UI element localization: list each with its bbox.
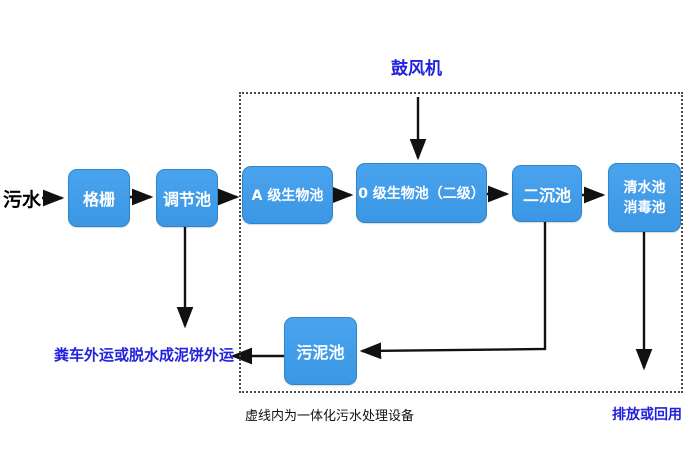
clear-water-line2: 消毒池 <box>623 199 666 216</box>
node-sludge-tank-label: 污泥池 <box>296 343 345 362</box>
node-regulating-tank: 调节池 <box>156 169 218 227</box>
node-regulating-tank-label: 调节池 <box>162 190 211 209</box>
node-o-bio-tank: 0 级生物池（二级） <box>356 163 487 223</box>
boundary-caption: 虚线内为一体化污水处理设备 <box>245 409 415 424</box>
integrated-equipment-boundary <box>239 92 683 393</box>
node-a-bio-tank: A 级生物池 <box>242 166 333 224</box>
node-grille: 格栅 <box>68 169 130 227</box>
node-a-bio-tank-label: A 级生物池 <box>251 188 324 204</box>
node-sludge-tank: 污泥池 <box>284 317 357 385</box>
blower-label: 鼓风机 <box>391 59 442 79</box>
node-o-bio-tank-label: 0 级生物池（二级） <box>358 186 485 202</box>
node-clear-water-disinfection-tank: 清水池 消毒池 <box>608 163 681 232</box>
discharge-reuse-label: 排放或回用 <box>612 407 682 423</box>
clear-water-line1: 清水池 <box>623 179 666 196</box>
node-clear-water-disinfection-tank-label: 清水池 消毒池 <box>624 178 666 218</box>
influent-label: 污水 <box>3 189 42 211</box>
sludge-disposal-label: 粪车外运或脱水成泥饼外运 <box>54 346 235 364</box>
node-grille-label: 格栅 <box>82 190 115 209</box>
node-secondary-sedimentation-tank: 二沉池 <box>512 165 582 222</box>
node-secondary-sedimentation-tank-label: 二沉池 <box>522 185 571 205</box>
